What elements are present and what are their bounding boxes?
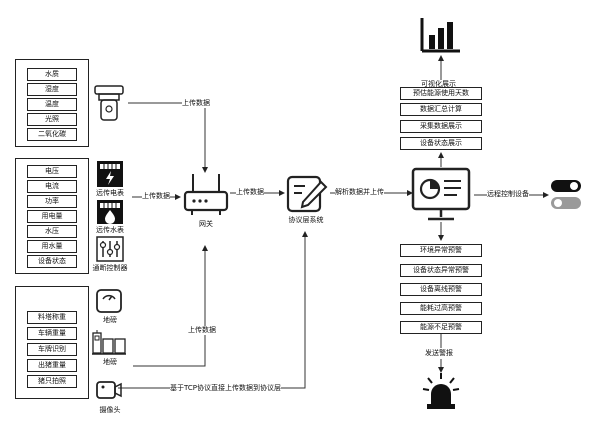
router-icon [183, 174, 229, 215]
water-meter-icon [97, 200, 123, 224]
weigh-group: 料塔称重 车辆重量 车牌识别 出猪重量 猪只拍照 [15, 286, 89, 399]
edge-label: 解析数据并上传 [335, 188, 384, 197]
feature-box: 预估能源使用天数 [400, 87, 482, 100]
controller-label: 通断控制器 [92, 264, 128, 272]
alert-box: 环境异常预警 [400, 244, 482, 257]
weigh-item: 出猪重量 [27, 359, 77, 372]
sensor-item: 湿度 [27, 83, 77, 96]
alert-box: 设备状态异常预警 [400, 264, 482, 277]
switch-controller-icon [96, 236, 124, 262]
meter-item: 功率 [27, 195, 77, 208]
edge-sensor-gateway [128, 102, 208, 173]
meter-item: 水压 [27, 225, 77, 238]
sensor-group: 水质 湿度 温度 光照 二氧化碳 [15, 59, 89, 147]
weigh-item: 猪只拍照 [27, 375, 77, 388]
truck-scale-icon [92, 330, 126, 355]
feature-box: 设备状态展示 [400, 137, 482, 150]
edge-label: 上传数据 [142, 192, 170, 201]
document-edit-icon [286, 175, 328, 213]
truck-scale-label: 地磅 [103, 358, 117, 366]
weigh-item: 车牌识别 [27, 343, 77, 356]
sensor-item: 水质 [27, 68, 77, 81]
sensor-device-icon [94, 85, 124, 121]
edge-scale-gateway [133, 245, 208, 367]
feature-box: 采集数据展示 [400, 120, 482, 133]
weigh-item: 车辆重量 [27, 327, 77, 340]
lightning-meter-icon [97, 161, 123, 187]
meter-group: 电压 电流 功率 用电量 水压 用水量 设备状态 [15, 158, 89, 274]
alert-box: 能耗过高预警 [400, 302, 482, 315]
edge-label: 上传数据 [188, 326, 216, 335]
alarm-label: 发送警报 [425, 349, 453, 358]
alert-box: 能源不足预警 [400, 321, 482, 334]
camera-label: 摄像头 [99, 406, 121, 414]
feature-box: 数据汇总计算 [400, 103, 482, 116]
edge-label: 上传数据 [236, 188, 264, 197]
electric-meter-label: 远传电表 [96, 189, 124, 197]
sensor-item: 二氧化碳 [27, 128, 77, 141]
toggle-switch-icon [551, 180, 581, 209]
weigh-item: 料塔称重 [27, 311, 77, 324]
meter-item: 用电量 [27, 210, 77, 223]
meter-item: 电压 [27, 165, 77, 178]
sensor-item: 光照 [27, 113, 77, 126]
edge-label: 上传数据 [182, 99, 210, 108]
meter-item: 电流 [27, 180, 77, 193]
platform-label: 协议层系统 [288, 216, 324, 224]
bar-chart-icon [420, 18, 460, 53]
meter-item: 设备状态 [27, 255, 77, 268]
camera-icon [96, 381, 122, 399]
scale-icon [96, 289, 122, 313]
alarm-light-icon [422, 373, 460, 409]
edge-label: 基于TCP协议直接上传数据到协议层 [170, 384, 281, 393]
edge-label: 远程控制设备 [487, 190, 529, 199]
visual-label: 可视化展示 [421, 80, 456, 89]
sensor-item: 温度 [27, 98, 77, 111]
scale-label: 地磅 [103, 316, 117, 324]
alert-box: 设备离线预警 [400, 283, 482, 296]
water-meter-label: 远传水表 [96, 226, 124, 234]
meter-item: 用水量 [27, 240, 77, 253]
edge-camera-platform [118, 231, 308, 389]
monitor-dashboard-icon [411, 167, 471, 221]
gateway-label: 网关 [199, 220, 213, 228]
